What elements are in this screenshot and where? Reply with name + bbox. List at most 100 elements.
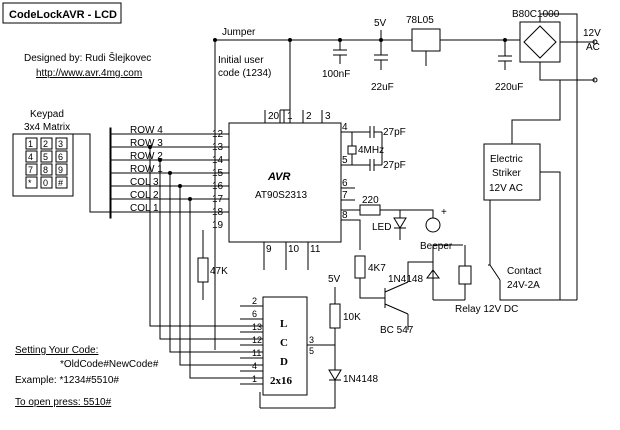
striker-3: 12V AC [489,183,523,194]
lcd-pin-4: 4 [252,361,257,371]
r220 [359,204,381,216]
beeper [425,217,441,233]
init-code-2: code (1234) [218,68,271,79]
pin-16: 16 [212,181,224,192]
note-example: Example: *1234#5510# [15,375,119,386]
beeper-plus: + [441,207,447,218]
lcd-feed [179,186,263,366]
key-box [55,137,68,150]
bus-label-col-3: COL 3 [130,177,159,188]
c27a-label: 27pF [383,127,406,138]
key-#: # [58,178,63,188]
note-open: To open press: 5510# [15,397,112,408]
r10k-label: 10K [343,312,361,323]
pin-3: 3 [325,111,331,122]
key-box [25,137,38,150]
lcd-feed [159,160,263,340]
r4k7 [354,255,366,279]
pin-8: 8 [342,210,348,221]
r220-label: 220 [362,195,379,206]
bus-label-row-4: ROW 4 [130,125,163,136]
lcd-pin-13: 13 [252,322,262,332]
crystal-label: 4MHz [358,145,384,156]
pin-7: 7 [342,190,348,201]
lcd-pin-12: 12 [252,335,262,345]
key-box [40,176,53,189]
title-box [2,2,122,24]
pin-9: 9 [266,244,272,255]
note-format: *OldCode#NewCode# [60,359,159,370]
d2-label: 1N4148 [343,374,378,385]
mcu-part: AT90S2313 [255,190,308,201]
key-box [40,150,53,163]
r47k [197,257,209,283]
key-box [40,163,53,176]
lcd-pin-6: 6 [252,309,257,319]
lcd-pin-3: 3 [309,335,314,345]
key-5: 5 [43,152,48,162]
pin-6: 6 [342,178,348,189]
pin-12: 12 [212,129,224,140]
designer: Designed by: Rudi Šlejkovec [24,51,151,64]
pin-5: 5 [342,155,348,166]
key-9: 9 [58,165,63,175]
r10k [329,303,341,329]
r47k-label: 47K [210,266,228,277]
contact-label-2: 24V-2A [507,280,540,291]
pin-14: 14 [212,155,224,166]
key-8: 8 [43,165,48,175]
pin-4: 4 [342,122,348,133]
title: CodeLockAVR - LCD [9,9,117,21]
key-box [25,163,38,176]
junction [168,171,172,175]
bus-label-row-1: ROW 1 [130,164,163,175]
bc547-label: BC 547 [380,325,414,336]
bridge-rectifier [519,21,561,63]
key-2: 2 [43,139,48,149]
c27b-label: 27pF [383,160,406,171]
mcu-name: AVR [267,171,290,183]
init-code-1: Initial user [218,55,264,66]
key-box [25,176,38,189]
bus-label-col-2: COL 2 [130,190,159,201]
key-0: 0 [43,178,48,188]
lcd-pin-2: 2 [252,296,257,306]
bus-brace [73,133,110,213]
key-1: 1 [28,139,33,149]
beeper-label: Beeper [420,241,453,252]
lcd-feed [169,173,263,353]
keypad-subtitle: 3x4 Matrix [24,122,70,133]
pin-15: 15 [212,168,224,179]
regulator-label: 78L05 [406,15,434,26]
key-box [25,150,38,163]
crystal [347,145,357,155]
lcd-d: D [280,356,288,368]
pin-13: 13 [212,142,224,153]
striker-1: Electric [490,154,523,165]
pin-18: 18 [212,207,224,218]
pin-19: 19 [212,220,224,231]
pin-2: 2 [306,111,312,122]
regulator [411,28,441,52]
junction [158,158,162,162]
pin-11: 11 [310,244,321,255]
key-3: 3 [58,139,63,149]
lcd-module [262,296,308,396]
c220u-label: 220uF [495,82,523,93]
pin-10: 10 [288,244,300,255]
relay-label: Relay 12V DC [455,304,518,315]
key-box [40,137,53,150]
lcd-pin-5: 5 [309,346,314,356]
key-*: * [28,178,32,188]
keypad-title: Keypad [30,109,64,120]
ac-label-1: 12V [583,28,601,39]
pin-20: 20 [268,111,280,122]
key-7: 7 [28,165,33,175]
lcd-feed [189,199,263,379]
jumper-label: Jumper [222,27,256,38]
lcd-pin-11: 11 [252,348,261,358]
note-setting: Setting Your Code: [15,345,98,356]
